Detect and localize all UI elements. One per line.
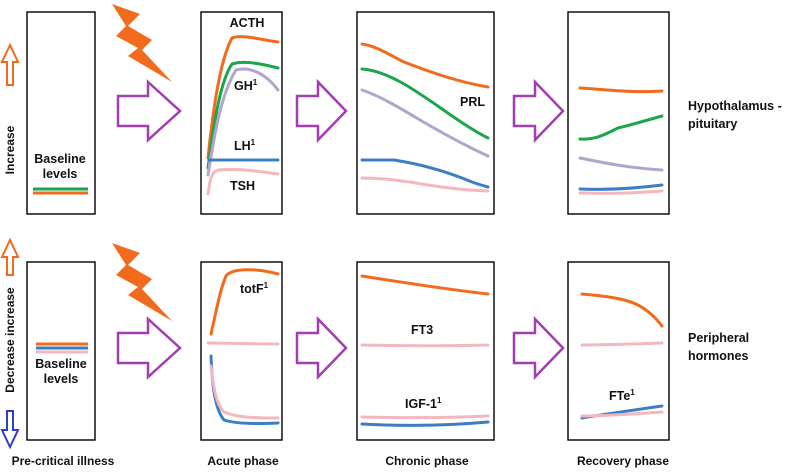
curve-gh <box>206 60 280 170</box>
label-fte: FTe1 <box>609 388 635 403</box>
curve-blue <box>578 183 664 191</box>
baseline-label-line1: Baseline <box>34 152 85 166</box>
curve-blue <box>360 420 490 427</box>
curve-lavender <box>578 156 664 172</box>
curve-green <box>360 67 490 140</box>
curve-totf <box>209 268 280 336</box>
panel-recovery-top <box>567 11 670 215</box>
curve-tsh <box>206 168 280 196</box>
curve-pink-acute <box>209 364 280 420</box>
chronic-bottom-curves <box>360 274 490 427</box>
recovery-bottom-curves <box>580 292 664 420</box>
label-lh: LH1 <box>234 138 256 153</box>
curve-ft3 <box>360 343 490 348</box>
curve-prl-orange <box>360 42 490 89</box>
baseline-top: Baseline levels <box>33 152 88 195</box>
transition-arrow-icon <box>512 315 565 381</box>
phase-label-pre: Pre-critical illness <box>12 454 115 468</box>
panel-chronic-bottom <box>356 261 495 441</box>
phase-label-recovery: Recovery phase <box>577 454 669 468</box>
baseline-bottom: Baseline levels <box>35 342 88 386</box>
curve-orange <box>360 274 490 296</box>
curve-blue <box>360 158 490 189</box>
bottom-axis: Decrease increase <box>0 237 20 450</box>
transition-arrow-icon <box>512 78 565 144</box>
transition-arrow-icon <box>116 79 182 143</box>
curve-orange <box>578 86 664 94</box>
curve-pink-mid <box>580 341 664 347</box>
curve-acth <box>206 35 280 160</box>
label-gh: GH1 <box>234 78 258 93</box>
lightning-bolt-icon <box>112 243 172 321</box>
increase-axis: Increase <box>0 42 20 174</box>
curve-lavender <box>360 88 490 158</box>
side-label-peripheral-line2: hormones <box>688 349 748 363</box>
up-arrow-icon <box>0 237 20 276</box>
recovery-top-curves <box>578 86 664 195</box>
phase-label-chronic: Chronic phase <box>385 454 469 468</box>
label-prl: PRL <box>460 95 485 109</box>
baseline-label-line1: Baseline <box>35 357 86 371</box>
transition-arrow-icon <box>295 78 348 144</box>
side-label-hypothalamus-line1: Hypothalamus - <box>688 99 782 113</box>
increase-label: Increase <box>3 125 17 174</box>
side-label-hypothalamus-line2: pituitary <box>688 117 737 131</box>
acute-bottom-curves <box>206 268 280 426</box>
acute-top-curves <box>206 35 280 196</box>
curve-ft3-acute <box>206 341 280 346</box>
transition-arrow-icon <box>295 315 348 381</box>
panel-pre-top <box>26 11 96 215</box>
label-totf: totF1 <box>240 281 269 296</box>
curve-orange <box>580 292 664 328</box>
lightning-bolt-icon <box>112 4 172 82</box>
side-label-peripheral-line1: Peripheral <box>688 331 749 345</box>
label-tsh: TSH <box>230 179 255 193</box>
baseline-label-line2: levels <box>44 372 79 386</box>
curve-green <box>578 114 664 141</box>
panel-recovery-bottom <box>567 261 670 441</box>
baseline-label-line2: levels <box>43 167 78 181</box>
curve-gh-lavender <box>206 67 280 177</box>
chronic-top-curves <box>360 42 490 193</box>
curve-pink <box>578 189 664 195</box>
curve-pink-low <box>580 410 664 418</box>
panel-acute-bottom <box>200 261 283 441</box>
label-igf: IGF-11 <box>405 396 442 411</box>
up-arrow-icon <box>0 42 20 86</box>
transition-arrow-icon <box>116 316 182 380</box>
phase-label-acute: Acute phase <box>207 454 279 468</box>
decrease-increase-label: Decrease increase <box>3 287 17 393</box>
label-acth: ACTH <box>230 16 265 30</box>
curve-pink <box>360 176 490 193</box>
curve-pink <box>360 414 490 420</box>
down-arrow-icon <box>0 410 20 450</box>
label-ft3: FT3 <box>411 323 433 337</box>
